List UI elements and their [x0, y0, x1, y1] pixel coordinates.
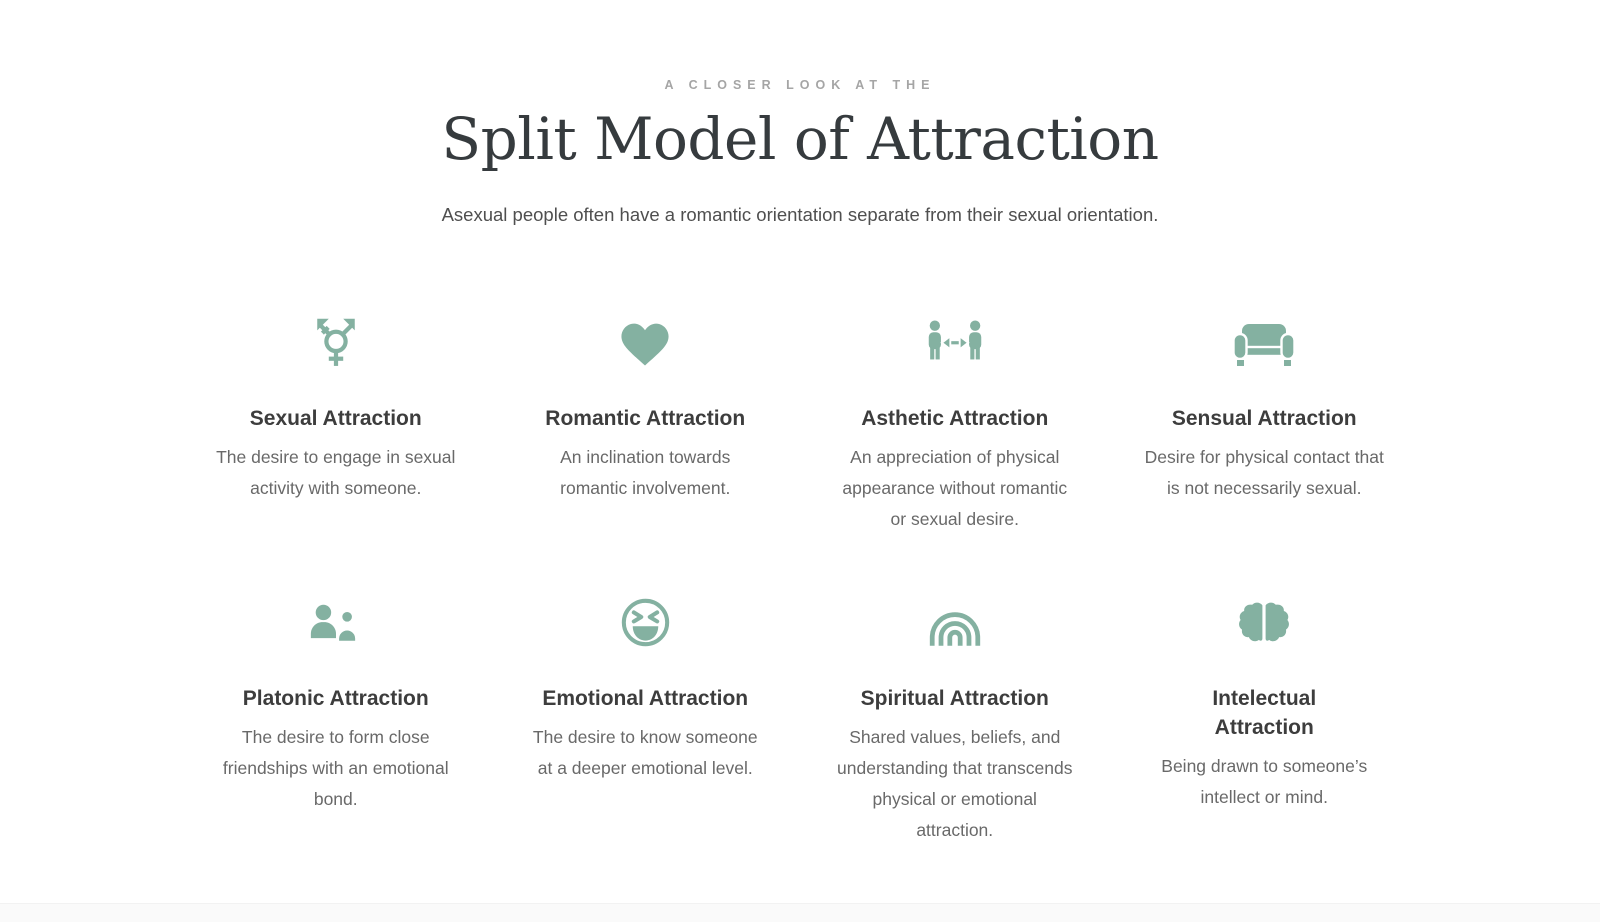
card-description: The desire to engage in sexual activity …: [216, 447, 456, 499]
card-title: Platonic Attraction: [242, 686, 429, 710]
people-arrows-icon: [925, 306, 985, 368]
card-title: Emotional Attraction: [542, 686, 749, 710]
card-title: Spiritual Attraction: [860, 686, 1049, 710]
card-platonic-attraction: Platonic Attraction The desire to form c…: [192, 586, 480, 847]
transgender-icon: [311, 306, 361, 368]
card-description: The desire to form close friendships wit…: [222, 726, 449, 810]
card-title: Romantic Attraction: [545, 406, 746, 430]
couch-icon: [1232, 306, 1296, 368]
user-friends-icon: [307, 586, 365, 648]
card-title: Sensual Attraction: [1171, 406, 1357, 430]
card-spiritual-attraction: Spiritual Attraction Shared values, beli…: [811, 586, 1099, 847]
split-model-section: A CLOSER LOOK AT THE Split Model of Attr…: [192, 78, 1408, 847]
card-sensual-attraction: Sensual Attraction Desire for physical c…: [1121, 306, 1409, 536]
heart-icon: [619, 306, 671, 368]
attraction-cards-grid: Sexual Attraction The desire to engage i…: [192, 306, 1408, 847]
card-description: An inclination towards romantic involvem…: [560, 447, 731, 499]
card-description: Being drawn to someone’s intellect or mi…: [1161, 756, 1368, 808]
card-description: An appreciation of physical appearance w…: [842, 447, 1068, 530]
brain-icon: [1234, 586, 1294, 648]
card-title: Asthetic Attraction: [861, 406, 1049, 430]
laugh-squint-icon: [620, 586, 671, 648]
card-description: Desire for physical contact that is not …: [1144, 447, 1384, 499]
eyebrow-text: A CLOSER LOOK AT THE: [664, 78, 936, 92]
card-description: Shared values, beliefs, and understandin…: [837, 726, 1073, 841]
next-section-edge: [0, 903, 1600, 922]
card-intelectual-attraction: Intelectual Attraction Being drawn to so…: [1121, 586, 1409, 847]
card-emotional-attraction: Emotional Attraction The desire to know …: [502, 586, 790, 847]
card-title: Sexual Attraction: [249, 406, 422, 430]
card-asthetic-attraction: Asthetic Attraction An appreciation of p…: [811, 306, 1099, 536]
subtitle-text: Asexual people often have a romantic ori…: [441, 203, 1159, 225]
page-title: Split Model of Attraction: [441, 105, 1159, 173]
card-description: The desire to know someone at a deeper e…: [532, 726, 758, 779]
card-sexual-attraction: Sexual Attraction The desire to engage i…: [192, 306, 480, 536]
card-title: Intelectual Attraction: [1212, 686, 1317, 739]
rainbow-icon: [926, 586, 984, 648]
card-romantic-attraction: Romantic Attraction An inclination towar…: [502, 306, 790, 536]
